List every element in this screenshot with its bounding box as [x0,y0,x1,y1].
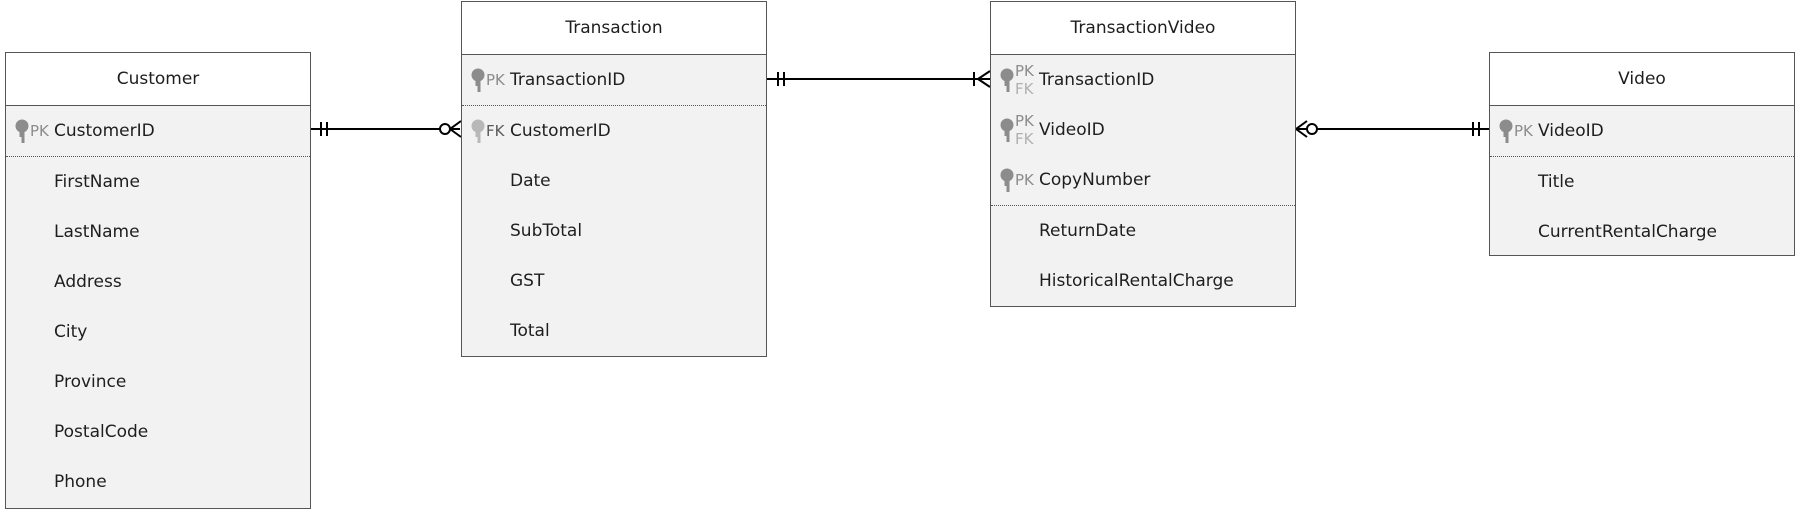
primary-key-section: PK FK TransactionID PK FK VideoID PK Cop… [991,55,1295,206]
attribute-row[interactable]: Total [462,306,766,356]
attribute-row[interactable]: Province [6,357,310,407]
attribute-row[interactable]: CurrentRentalCharge [1490,207,1794,257]
attribute-row[interactable]: PK FK TransactionID [991,55,1295,105]
pk-label: PK [30,122,49,140]
pk-label: PK [1015,112,1034,130]
attribute-name: SubTotal [510,221,583,241]
attribute-name: PostalCode [54,422,149,442]
key-icon [471,68,485,92]
pk-label: PK [486,71,505,89]
primary-key-section: PK CustomerID [6,106,310,157]
relationship-customer-transaction [310,120,462,138]
entity-title: TransactionVideo [991,2,1295,55]
entity-title: Transaction [462,2,766,55]
primary-key-section: PK TransactionID [462,55,766,106]
attribute-name: Address [54,272,122,292]
attribute-row[interactable]: PK TransactionID [462,55,766,105]
fk-label: FK [486,122,505,140]
pk-label: PK [1015,171,1034,189]
attribute-row[interactable]: Date [462,156,766,206]
entity-customer[interactable]: Customer PK CustomerID FirstName LastNam… [5,52,311,509]
attribute-row[interactable]: PK CustomerID [6,106,310,156]
key-icon [1499,119,1513,143]
attribute-row[interactable]: City [6,307,310,357]
primary-key-section: PK VideoID [1490,106,1794,157]
attribute-row[interactable]: Title [1490,157,1794,207]
key-icon [1000,118,1014,142]
attribute-row[interactable]: LastName [6,207,310,257]
key-icon [15,119,29,143]
attribute-name: City [54,322,88,342]
attribute-name: Phone [54,472,107,492]
attribute-row[interactable]: Address [6,257,310,307]
attribute-row[interactable]: FirstName [6,157,310,207]
entity-transaction[interactable]: Transaction PK TransactionID FK Customer… [461,1,767,357]
attribute-row[interactable]: PK VideoID [1490,106,1794,156]
attribute-row[interactable]: Phone [6,457,310,507]
attribute-name: GST [510,271,545,291]
relationship-transaction-transactionvideo [767,70,991,88]
pk-label: PK [1015,62,1034,80]
attribute-name: TransactionID [510,70,626,90]
entity-transactionvideo[interactable]: TransactionVideo PK FK TransactionID PK … [990,1,1296,307]
fk-label: FK [1015,80,1034,98]
attribute-name: HistoricalRentalCharge [1039,271,1234,291]
attribute-name: CustomerID [510,121,611,141]
attribute-name: CopyNumber [1039,170,1151,190]
attribute-name: VideoID [1039,120,1105,140]
attribute-name: CurrentRentalCharge [1538,222,1717,242]
attribute-row[interactable]: PK CopyNumber [991,155,1295,205]
attribute-row[interactable]: PostalCode [6,407,310,457]
attribute-name: TransactionID [1039,70,1155,90]
attribute-name: Title [1538,172,1575,192]
attribute-name: ReturnDate [1039,221,1137,241]
entity-title: Customer [6,53,310,106]
attribute-name: VideoID [1538,121,1604,141]
attribute-name: Total [510,321,550,341]
foreign-key-icon [471,119,485,143]
attribute-name: Province [54,372,127,392]
attribute-row[interactable]: PK FK VideoID [991,105,1295,155]
relationship-video-transactionvideo [1295,120,1489,138]
entity-video[interactable]: Video PK VideoID Title CurrentRentalChar… [1489,52,1795,256]
attribute-row[interactable]: FK CustomerID [462,106,766,156]
pk-label: PK [1514,122,1533,140]
attribute-name: Date [510,171,551,191]
key-icon [1000,68,1014,92]
fk-label: FK [1015,130,1034,148]
attribute-row[interactable]: SubTotal [462,206,766,256]
attribute-row[interactable]: GST [462,256,766,306]
attribute-name: CustomerID [54,121,155,141]
attribute-row[interactable]: HistoricalRentalCharge [991,256,1295,306]
attribute-row[interactable]: ReturnDate [991,206,1295,256]
attribute-name: LastName [54,222,140,242]
attribute-name: FirstName [54,172,140,192]
key-icon [1000,168,1014,192]
entity-title: Video [1490,53,1794,106]
